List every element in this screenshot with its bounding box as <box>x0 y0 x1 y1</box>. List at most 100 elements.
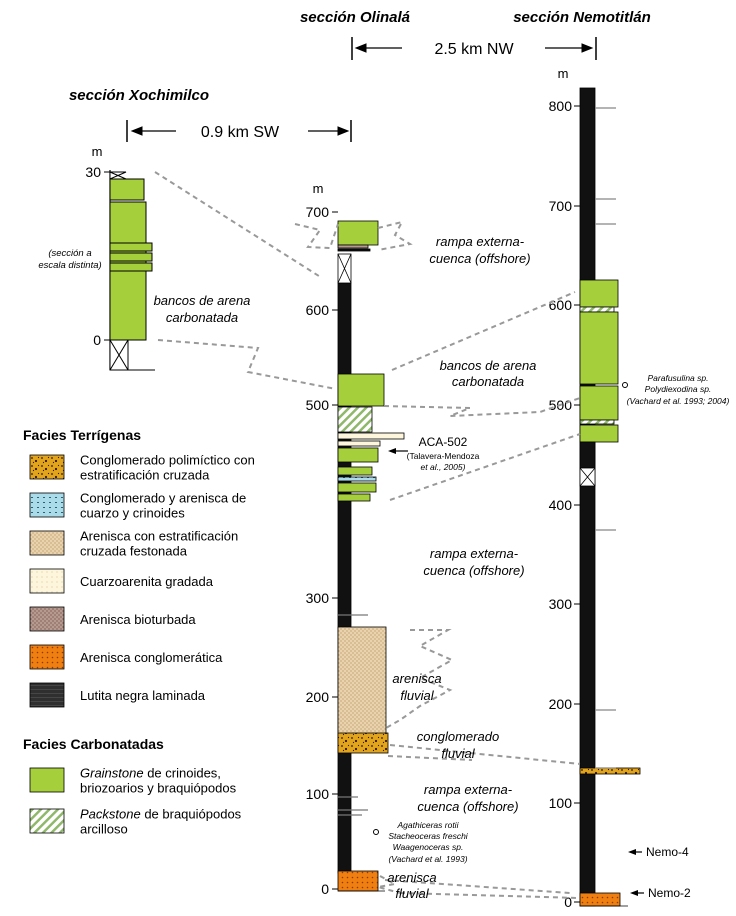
svg-text:fluvial: fluvial <box>400 688 434 703</box>
svg-text:rampa externa-: rampa externa- <box>436 234 525 249</box>
olinala-tick-label: 0 <box>321 881 329 897</box>
sample-nemo4: Nemo-4 <box>628 845 689 859</box>
facies-label-arenisca-bottom: arenisca fluvial <box>387 870 436 901</box>
svg-text:bancos de arena: bancos de arena <box>440 358 537 373</box>
svg-text:arenisca: arenisca <box>392 671 441 686</box>
title-nemotitlan: sección Nemotitlán <box>513 9 651 26</box>
svg-text:cuenca (offshore): cuenca (offshore) <box>429 251 530 266</box>
sample-fossils-olinala: Agathiceras rotii Stacheoceras freschi W… <box>373 820 469 864</box>
svg-text:cuenca (offshore): cuenca (offshore) <box>417 799 518 814</box>
facies-label-bancos-left: bancos de arena carbonatada <box>154 293 251 325</box>
legend-label-grainstone: briozoarios y braquiópodos <box>80 781 237 796</box>
svg-text:cuenca (offshore): cuenca (offshore) <box>423 563 524 578</box>
distance-nw-marker <box>351 37 597 60</box>
legend-label-quartz: cuarzo y crinoides <box>80 506 185 521</box>
olinala-tick-label: 600 <box>306 302 330 318</box>
legend-swatch-conglomerate <box>29 454 65 480</box>
sample-fossils-nemo: Parafusulina sp. Polydiexodina sp. (Vach… <box>622 373 730 406</box>
svg-text:Stacheoceras freschi: Stacheoceras freschi <box>388 831 468 841</box>
distance-sw-label: 0.9 km SW <box>201 124 280 141</box>
legend-label-shale: Lutita negra laminada <box>80 688 206 703</box>
nemotitlan-tick-label: 200 <box>549 696 573 712</box>
svg-text:bancos de arena: bancos de arena <box>154 293 251 308</box>
legend-swatch-grainstone <box>29 767 65 793</box>
legend-label-conglomerate: Conglomerado polimíctico con <box>80 453 255 468</box>
sample-nemo2: Nemo-2 <box>630 886 691 900</box>
legend-terrigenous-items: Conglomerado polimíctico conestratificac… <box>29 453 255 708</box>
legend-label-festoon: Arenisca con estratificación <box>80 529 238 544</box>
svg-text:Nemo-2: Nemo-2 <box>648 886 691 900</box>
svg-text:ACA-502: ACA-502 <box>419 435 468 449</box>
nemotitlan-tick-label: 300 <box>549 596 573 612</box>
nemotitlan-tick-label: 700 <box>549 198 573 214</box>
nemotitlan-tick-label: 600 <box>549 297 573 313</box>
xochimilco-scale-note: escala distinta) <box>38 260 101 271</box>
svg-text:et al., 2005): et al., 2005) <box>421 462 466 472</box>
title-olinala: sección Olinalá <box>300 9 410 26</box>
svg-text:Polydiexodina sp.: Polydiexodina sp. <box>645 384 712 394</box>
legend-swatch-cglsand <box>29 644 65 670</box>
legend-label-cglsand: Arenisca conglomerática <box>80 650 223 665</box>
distance-nw-label: 2.5 km NW <box>434 41 514 58</box>
facies-label-arenisca-fluvial: arenisca fluvial <box>392 671 441 703</box>
nemotitlan-scale <box>574 105 580 903</box>
legend-label-conglomerate: estratificación cruzada <box>80 468 210 483</box>
facies-label-rampa-mid: rampa externa- cuenca (offshore) <box>423 546 524 578</box>
nemotitlan-tick-label: 0 <box>564 894 572 910</box>
facies-label-rampa-top: rampa externa- cuenca (offshore) <box>429 234 530 266</box>
svg-text:carbonatada: carbonatada <box>166 310 238 325</box>
xochimilco-scale-note: (sección a <box>48 248 91 259</box>
xochimilco-tick-label: 0 <box>93 332 101 348</box>
olinala-column <box>337 220 405 892</box>
nemotitlan-side-ticks <box>595 107 616 769</box>
svg-text:Parafusulina sp.: Parafusulina sp. <box>648 373 709 383</box>
xochimilco-tick-label: 30 <box>85 164 101 180</box>
legend-swatch-quartz <box>29 492 65 518</box>
legend-swatch-shale <box>29 682 65 708</box>
olinala-tick-label: 500 <box>306 397 330 413</box>
legend-swatch-graded <box>29 568 65 594</box>
svg-text:arenisca: arenisca <box>387 870 436 885</box>
olinala-tick-label: 300 <box>306 590 330 606</box>
legend-label-graded: Cuarzoarenita gradada <box>80 574 214 589</box>
legend-label-bioturbated: Arenisca bioturbada <box>80 612 196 627</box>
legend-swatch-festoon <box>29 530 65 556</box>
facies-label-bancos-right: bancos de arena carbonatada <box>440 358 537 389</box>
distance-sw-marker <box>126 120 352 142</box>
olinala-unit: m <box>313 181 324 196</box>
olinala-tick-label: 100 <box>306 786 330 802</box>
xochimilco-unit: m <box>92 144 103 159</box>
facies-label-conglomerado-fluvial: conglomerado fluvial <box>417 729 499 761</box>
correlation-lines <box>154 171 581 899</box>
legend-carbonate-items: Grainstone de crinoides,briozoarios y br… <box>29 766 242 837</box>
svg-text:Agathiceras rotii: Agathiceras rotii <box>397 820 460 830</box>
legend-terrigenous-title: Facies Terrígenas <box>23 427 141 443</box>
sample-aca502: ACA-502 (Talavera-Mendoza et al., 2005) <box>388 435 480 472</box>
nemotitlan-tick-label: 100 <box>549 795 573 811</box>
legend-label-grainstone: Grainstone de crinoides, <box>80 766 221 781</box>
olinala-scale <box>332 211 338 890</box>
olinala-tick-label: 700 <box>306 204 330 220</box>
olinala-thin-beds <box>338 614 368 816</box>
legend-label-packstone: Packstone de braquiópodos <box>80 807 242 822</box>
svg-text:Waagenoceras sp.: Waagenoceras sp. <box>393 842 464 852</box>
svg-text:fluvial: fluvial <box>395 886 429 901</box>
nemotitlan-unit: m <box>558 66 569 81</box>
legend-label-quartz: Conglomerado y arenisca de <box>80 491 246 506</box>
xochimilco-column <box>109 171 155 371</box>
legend-label-packstone: arcilloso <box>80 822 128 837</box>
svg-text:rampa externa-: rampa externa- <box>430 546 519 561</box>
svg-text:(Vachard et al. 1993): (Vachard et al. 1993) <box>388 854 467 864</box>
svg-text:Nemo-4: Nemo-4 <box>646 845 689 859</box>
svg-text:fluvial: fluvial <box>441 746 475 761</box>
svg-text:rampa externa-: rampa externa- <box>424 782 513 797</box>
legend-carbonate-title: Facies Carbonatadas <box>23 736 164 752</box>
svg-text:conglomerado: conglomerado <box>417 729 499 744</box>
legend-label-festoon: cruzada festonada <box>80 544 188 559</box>
olinala-tick-label: 200 <box>306 689 330 705</box>
title-xochimilco: sección Xochimilco <box>69 87 209 104</box>
legend-swatch-bioturbated <box>29 606 65 632</box>
svg-text:(Talavera-Mendoza: (Talavera-Mendoza <box>407 451 480 461</box>
nemotitlan-column <box>579 87 641 907</box>
